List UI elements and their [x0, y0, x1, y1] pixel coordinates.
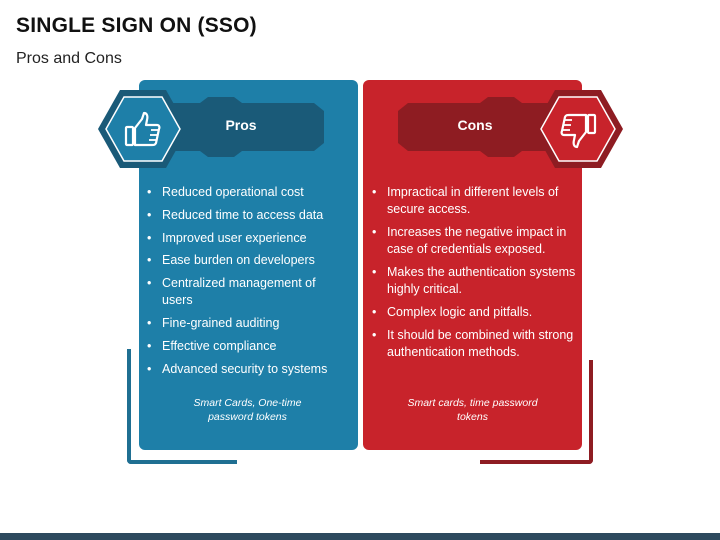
list-item: Advanced security to systems — [144, 361, 349, 378]
pros-bracket-decoration — [127, 349, 237, 464]
list-item: Effective compliance — [144, 338, 349, 355]
list-item: Reduced operational cost — [144, 184, 349, 201]
thumbs-down-icon — [558, 110, 598, 150]
bottom-bar — [0, 533, 720, 540]
list-item: Impractical in different levels of secur… — [369, 184, 579, 218]
pros-hexagon-badge — [97, 89, 189, 169]
list-item: Increases the negative impact in case of… — [369, 224, 579, 258]
cons-label: Cons — [457, 117, 493, 133]
page-subtitle: Pros and Cons — [16, 50, 122, 67]
list-item: Improved user experience — [144, 230, 349, 247]
list-item: Makes the authentication systems highly … — [369, 264, 579, 298]
thumbs-up-icon — [123, 110, 163, 150]
cons-footnote: Smart cards, time password tokens — [407, 397, 538, 423]
pros-label-banner: Pros — [164, 95, 324, 159]
cons-bracket-decoration — [480, 360, 593, 464]
cons-hexagon-badge — [532, 89, 624, 169]
list-item: Complex logic and pitfalls. — [369, 304, 579, 321]
cons-label-banner: Cons — [398, 95, 558, 159]
list-item: Ease burden on developers — [144, 252, 349, 269]
pros-label: Pros — [225, 117, 257, 133]
list-item: Reduced time to access data — [144, 207, 349, 224]
pros-footnote: Smart Cards, One-time password tokens — [193, 397, 302, 423]
cons-list: Impractical in different levels of secur… — [369, 184, 579, 367]
list-item: It should be combined with strong authen… — [369, 327, 579, 361]
page-title: SINGLE SIGN ON (SSO) — [16, 14, 257, 37]
list-item: Fine-grained auditing — [144, 315, 349, 332]
pros-list: Reduced operational cost Reduced time to… — [144, 184, 349, 383]
list-item: Centralized management of users — [144, 275, 349, 309]
